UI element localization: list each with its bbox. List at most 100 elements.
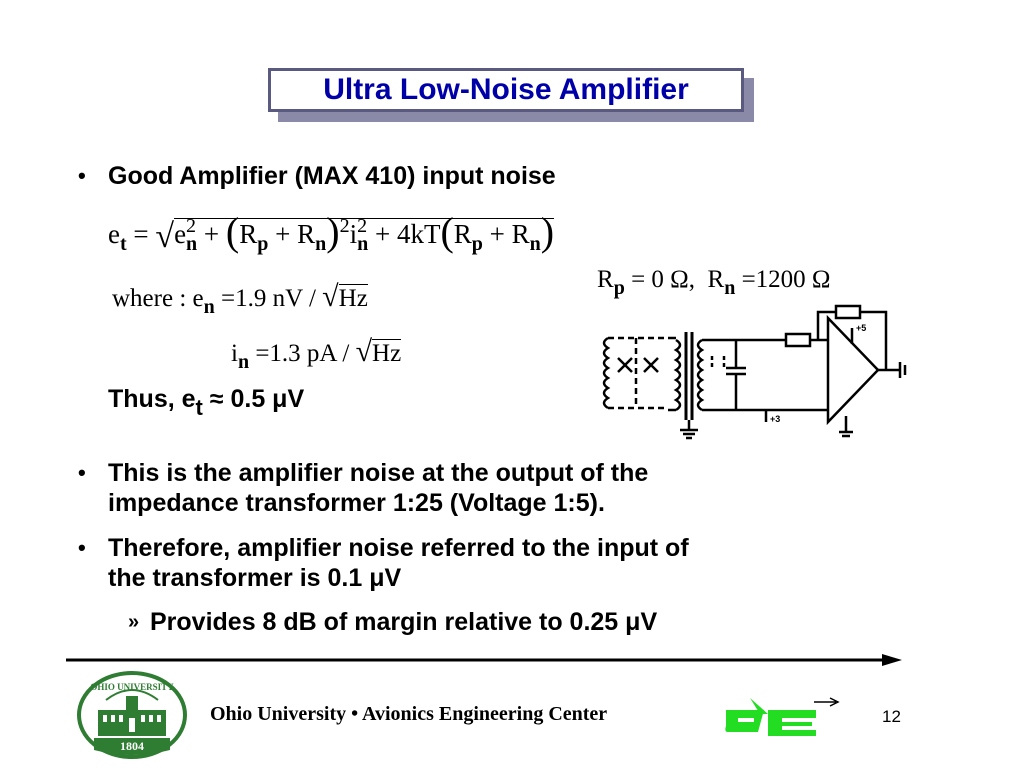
thus-label: Thus, e [108, 385, 196, 413]
secondary-taps [710, 356, 726, 370]
label-plus3: +3 [770, 414, 780, 424]
en-e: e [192, 285, 204, 312]
secondary-leads [702, 338, 796, 412]
seal-top-text: OHIO UNIVERSITY [90, 682, 174, 692]
rp-value: = 0 Ω, [631, 266, 695, 293]
eq-sup-2: 2 [357, 215, 368, 237]
rp-R: R [597, 266, 614, 293]
arrow-head-icon [882, 654, 902, 666]
eq-sup-2: 2 [339, 215, 350, 237]
label-plus5: +5 [856, 323, 866, 333]
eq-equals: = [133, 219, 149, 249]
eq-i: i [349, 219, 358, 249]
bullet-dot: • [78, 535, 86, 560]
aec-logo [725, 697, 840, 736]
feedback-loop [816, 310, 888, 370]
ground-opamp [839, 416, 853, 438]
en-value: =1.9 nV / [221, 285, 316, 312]
eq-plus: + [374, 219, 391, 249]
input-resistor [784, 332, 812, 348]
circuit-diagram: +5 +3 [602, 304, 907, 440]
title-frame [268, 68, 744, 112]
eq-4kT: 4kT [396, 219, 441, 249]
eq-sub-n: n [529, 233, 541, 255]
rp-sub-p: p [613, 277, 625, 299]
seal-tower [126, 696, 138, 712]
sqrt-symbol: √ [155, 218, 175, 255]
noise-equation: et = √e2n + (Rp + Rn)2i2n + 4kT(Rp + Rn) [108, 206, 555, 255]
footer-rule [66, 654, 902, 666]
sqrt-content: e2n + (Rp + Rn)2i2n + 4kT(Rp + Rn) [174, 209, 555, 255]
eq-plus: + [203, 219, 220, 249]
eq-paren-close: ) [540, 209, 555, 254]
en-sub-n: n [203, 296, 215, 318]
transformer-primary [673, 338, 682, 412]
eq-sub-n: n [186, 233, 198, 255]
ohio-university-seal: 1804 OHIO UNIVERSITY [77, 671, 187, 759]
crossed-wires [617, 357, 659, 373]
transformer-secondary [696, 338, 705, 412]
sub-bullet-glyph: » [128, 611, 140, 633]
eq-R: R [239, 219, 258, 249]
thus-sub-t: t [195, 395, 203, 420]
bullet-2-line-1: This is the amplifier noise at the outpu… [108, 459, 649, 487]
sqrt-symbol: √ [322, 280, 339, 313]
in-definition: in =1.3 pA / √Hz [231, 335, 402, 373]
rn-sub-n: n [724, 277, 736, 299]
capacitor [726, 340, 746, 410]
bullet-text-3: Therefore, amplifier noise referred to t… [108, 533, 689, 593]
thus-line: Thus, et ≈ 0.5 μV [108, 384, 305, 420]
logo-wing [750, 698, 768, 714]
page-number: 12 [882, 707, 901, 726]
logo-arrow-icon [814, 697, 840, 707]
eq-sub-p: p [471, 233, 483, 255]
sub-bullet-text: Provides 8 dB of margin relative to 0.25… [150, 608, 658, 636]
resistance-values: Rp = 0 Ω, Rn =1200 Ω [597, 266, 831, 299]
bullet-dot: • [78, 163, 86, 188]
ground-core [680, 420, 698, 440]
transformer-core [684, 332, 694, 420]
feedback-resistor [834, 304, 862, 320]
eq-sub-n: n [315, 233, 327, 255]
rn-R: R [707, 266, 725, 293]
thus-value: ≈ 0.5 μV [209, 385, 305, 413]
seal-arc [105, 689, 159, 701]
coil-left [602, 336, 611, 410]
footer-text: Ohio University • Avionics Engineering C… [210, 703, 608, 725]
bullet-2-line-2: impedance transformer 1:25 (Voltage 1:5)… [108, 489, 605, 517]
page-title: Ultra Low-Noise Amplifier [323, 73, 689, 106]
eq-R: R [297, 219, 316, 249]
eq-paren-open: ( [225, 209, 240, 254]
in-value: =1.3 pA / [255, 340, 350, 367]
logo-e [768, 710, 816, 736]
where-label: where : [112, 285, 187, 312]
en-definition: where : en =1.9 nV / √Hz [112, 280, 368, 318]
rn-value: =1200 Ω [741, 266, 831, 293]
hz-unit: Hz [372, 339, 402, 367]
in-sub-n: n [237, 351, 250, 373]
in-i: i [231, 340, 238, 367]
seal-banner [94, 738, 170, 755]
bullet-dot: • [78, 460, 86, 485]
bullet-3-line-1: Therefore, amplifier noise referred to t… [108, 534, 689, 562]
eq-R: R [511, 219, 530, 249]
bullet-text-1: Good Amplifier (MAX 410) input noise [108, 162, 556, 190]
eq-e: e [108, 219, 120, 249]
eq-sub-t: t [119, 233, 127, 255]
eq-sup-2: 2 [186, 215, 197, 237]
hz-unit: Hz [338, 284, 368, 312]
dashed-wiring [608, 336, 668, 410]
eq-paren-close: ) [326, 209, 340, 254]
eq-R: R [453, 219, 472, 249]
eq-plus: + [275, 219, 291, 249]
output-terminal [878, 362, 907, 378]
title-box: Ultra Low-Noise Amplifier [268, 68, 758, 122]
sqrt-symbol: √ [355, 335, 373, 368]
seal-year: 1804 [120, 739, 144, 753]
bullet-text-2: This is the amplifier noise at the outpu… [108, 458, 648, 518]
eq-plus: + [489, 219, 505, 249]
primary-leads [668, 336, 676, 412]
eq-paren-open: ( [440, 209, 454, 254]
eq-sub-n: n [357, 233, 369, 255]
eq-en-e: e [174, 219, 187, 249]
